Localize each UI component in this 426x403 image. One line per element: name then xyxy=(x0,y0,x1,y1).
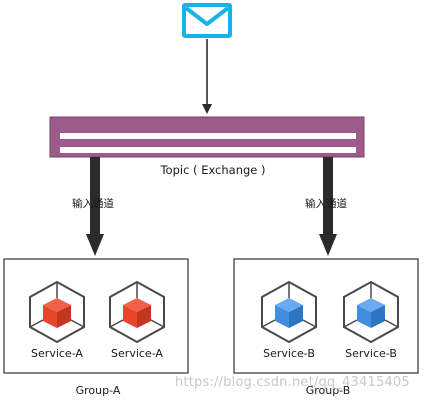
cube-icon xyxy=(29,280,85,344)
cube-icon xyxy=(109,280,165,344)
service-label: Service-B xyxy=(345,347,397,360)
message-arrow xyxy=(202,39,212,114)
channel-arrow-right xyxy=(319,157,337,256)
topic-label: Topic ( Exchange ) xyxy=(160,163,266,177)
watermark: https://blog.csdn.net/qq_43415405 xyxy=(175,375,410,390)
service-label: Service-A xyxy=(31,347,83,360)
envelope-icon xyxy=(182,3,232,38)
service-label: Service-B xyxy=(263,347,315,360)
cube-icon xyxy=(261,280,317,344)
cube-icon xyxy=(343,280,399,344)
channel-label-right: 输入通道 xyxy=(305,198,347,210)
group-label-a: Group-A xyxy=(75,384,121,397)
service-label: Service-A xyxy=(111,347,163,360)
topic-exchange-bar xyxy=(49,116,365,158)
channel-label-left: 输入通道 xyxy=(72,198,114,210)
channel-arrow-left xyxy=(86,157,104,256)
group-label-b: Group-B xyxy=(305,384,351,397)
